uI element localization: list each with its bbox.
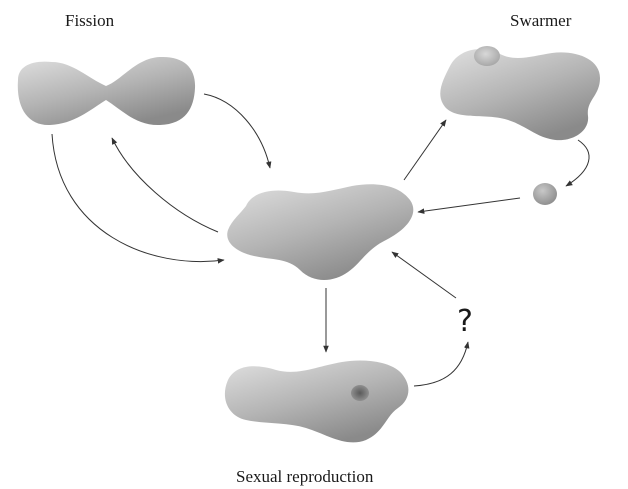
sexual-reproduction-label: Sexual reproduction [236,467,374,486]
arrow-swarmer-parent-to-swarmer [566,140,589,186]
nucleus [351,385,369,401]
swarmer-parent-cell [440,49,600,140]
arrow-fission-to-center [204,94,270,168]
question-mark: ? [457,304,473,339]
swarmer-bud [474,46,500,66]
arrow-fission-loop-to-center [52,134,224,262]
arrow-swarmer-to-center [418,198,520,212]
fission-cell [18,57,195,125]
arrow-sexual-to-question [414,342,468,386]
arrow-question-to-center [392,252,456,298]
swarmer-label: Swarmer [510,11,572,30]
fission-label: Fission [65,11,115,30]
sexual-reproduction-cell [225,361,409,443]
central-cell [227,184,413,280]
arrow-center-to-fission [112,138,218,232]
arrow-center-to-swarmer-parent [404,120,446,180]
swarmer-cell [533,183,557,205]
